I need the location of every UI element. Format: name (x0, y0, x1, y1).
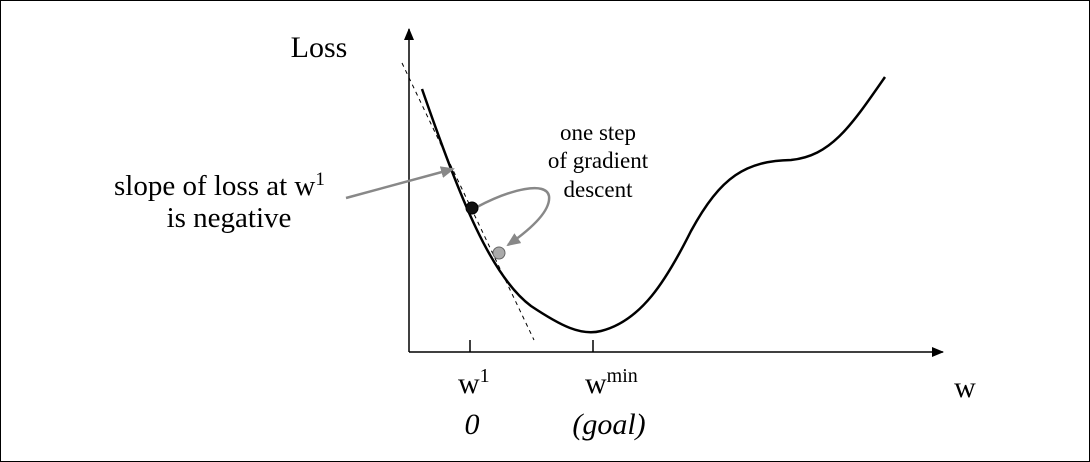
step-annotation-line2: of gradient (548, 148, 649, 173)
tick-label-w1-base: w (458, 367, 480, 400)
slope-annotation-sup: 1 (315, 169, 325, 190)
tangent-line (401, 62, 535, 341)
slope-annotation-line1: slope of loss at w1 (114, 169, 325, 203)
current-point-w1 (465, 201, 479, 215)
loss-curve (420, 76, 887, 334)
x-axis-label: w (954, 371, 976, 404)
tick-label-wmin-sup: min (607, 365, 638, 387)
tick-label-wmin-base: w (585, 367, 607, 400)
step-arrow (476, 186, 551, 247)
tick-sublabel-w1: 0 (465, 408, 480, 441)
tick-label-wmin: wmin (585, 365, 638, 400)
step-annotation-line3: descent (564, 177, 634, 202)
slope-annotation-text: slope of loss at w (114, 170, 315, 202)
y-axis-label: Loss (291, 31, 348, 64)
next-point (492, 246, 506, 260)
slope-annotation-line2: is negative (167, 202, 292, 234)
tick-sublabel-wmin: (goal) (572, 408, 645, 441)
slope-arrow (345, 166, 455, 200)
step-annotation-line1: one step (560, 120, 636, 145)
tick-label-w1-sup: 1 (480, 365, 490, 387)
tick-label-w1: w1 (458, 365, 490, 400)
